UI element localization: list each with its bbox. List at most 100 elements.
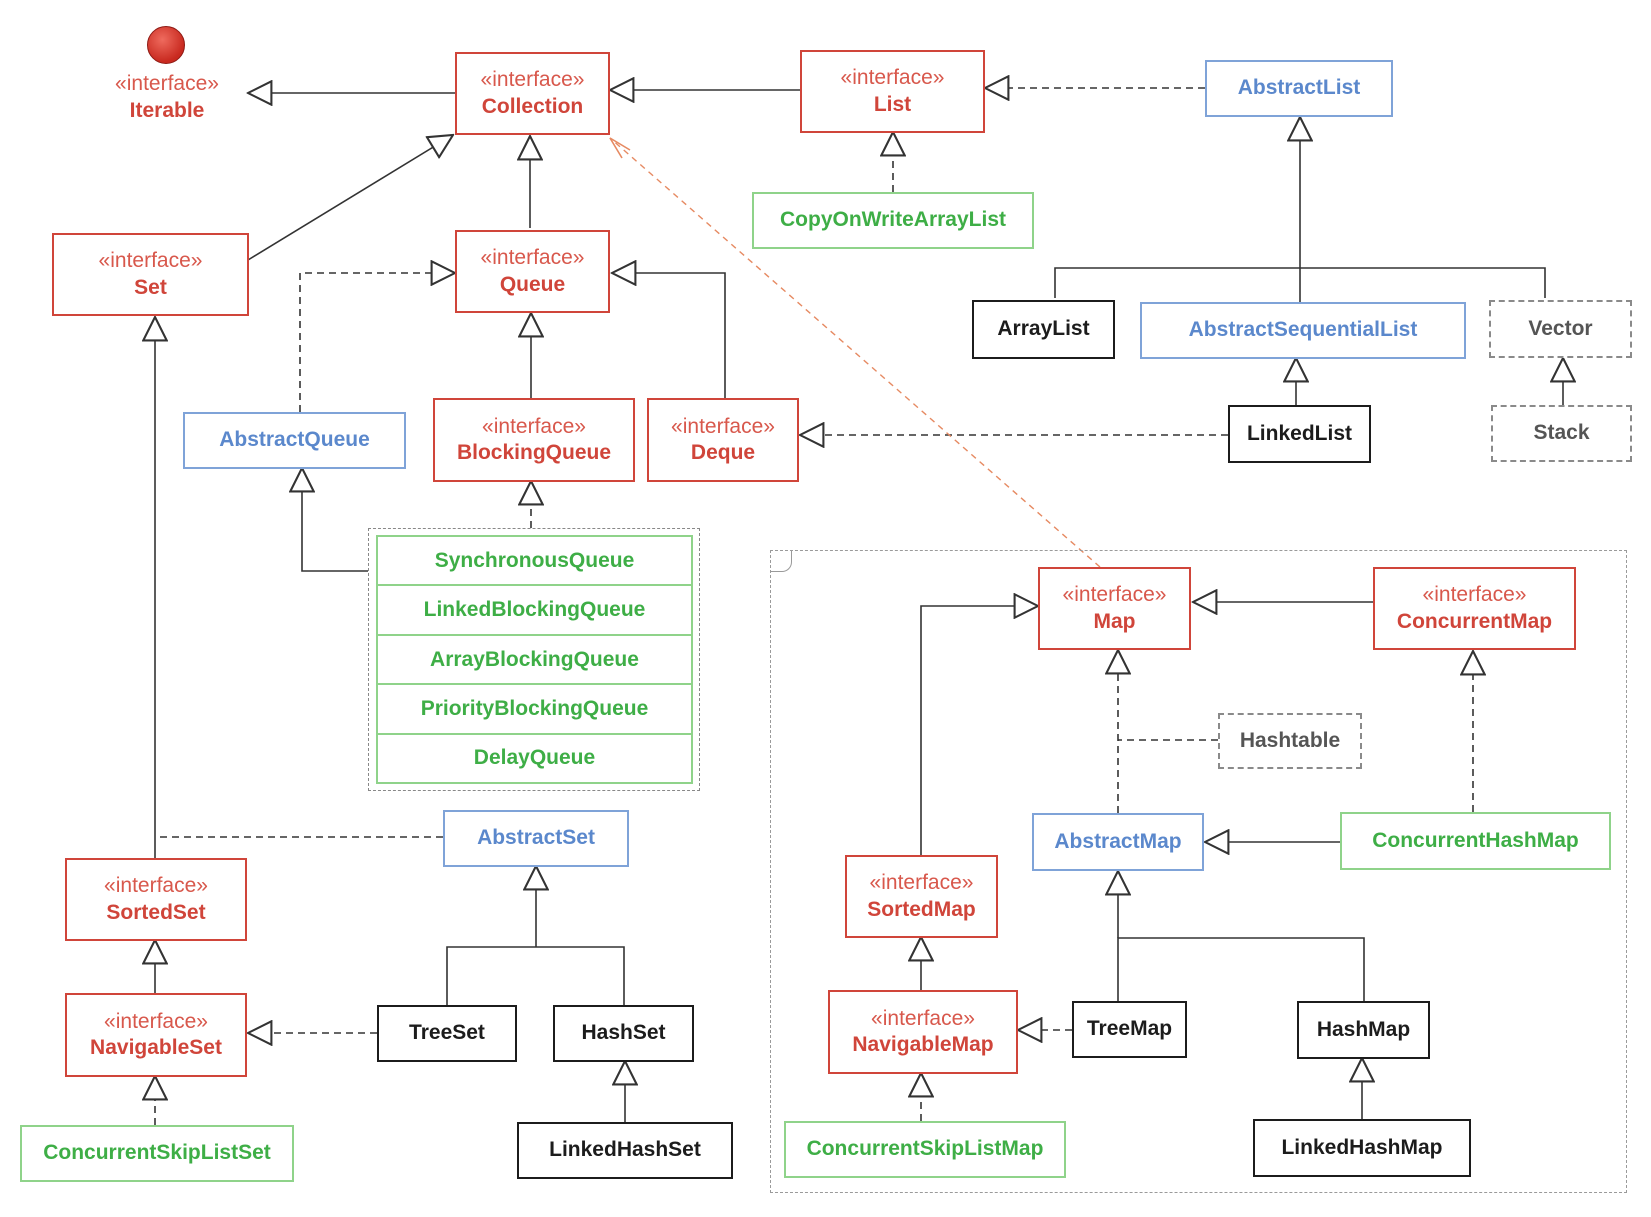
node-name: AbstractSet xyxy=(477,826,595,850)
blocking-queue-impl-list: SynchronousQueue LinkedBlockingQueue Arr… xyxy=(376,535,693,784)
edge-deque-queue xyxy=(612,273,726,398)
node-delay-queue: DelayQueue xyxy=(473,746,596,770)
edge-treemap-abstractmap xyxy=(1117,937,1365,1001)
iterable-node-icon xyxy=(147,26,185,64)
node-vector: Vector xyxy=(1489,300,1632,358)
node-queue: «interface» Queue xyxy=(455,230,610,313)
node-name: Iterable xyxy=(129,99,205,123)
edge-map-collection-arrowhead xyxy=(609,137,631,159)
node-map: «interface» Map xyxy=(1038,567,1191,650)
edge-arraylist-abstractlist xyxy=(1054,267,1300,298)
node-list: «interface» List xyxy=(800,50,985,133)
node-linked-blocking-queue: LinkedBlockingQueue xyxy=(378,586,691,636)
stereotype-label: «interface» xyxy=(480,68,585,92)
node-hashtable: Hashtable xyxy=(1218,713,1362,769)
node-linked-hash-map: LinkedHashMap xyxy=(1253,1119,1471,1177)
node-array-list: ArrayList xyxy=(972,300,1115,359)
node-name: ArrayList xyxy=(997,317,1090,341)
stereotype-label: «interface» xyxy=(1422,583,1527,607)
node-name: HashMap xyxy=(1316,1017,1411,1041)
node-name: AbstractQueue xyxy=(219,428,370,452)
node-name: Stack xyxy=(1533,421,1590,445)
node-blocking-queue: «interface» BlockingQueue xyxy=(433,398,635,482)
node-priority-blocking-queue: PriorityBlockingQueue xyxy=(378,685,691,735)
node-sorted-set: «interface» SortedSet xyxy=(65,858,247,941)
stereotype-label: «interface» xyxy=(115,72,219,95)
node-name: Hashtable xyxy=(1239,728,1341,752)
node-name: Collection xyxy=(481,94,584,118)
edge-sortedmap-map xyxy=(920,606,1038,855)
node-linked-list: LinkedList xyxy=(1228,405,1371,463)
node-tree-set: TreeSet xyxy=(377,1005,517,1062)
node-navigable-set: «interface» NavigableSet xyxy=(65,993,247,1077)
node-abstract-queue: AbstractQueue xyxy=(183,412,406,469)
node-set: «interface» Set xyxy=(52,233,249,316)
node-name: ConcurrentSkipListMap xyxy=(806,1137,1044,1161)
node-name: NavigableSet xyxy=(90,1036,222,1059)
stereotype-label: «interface» xyxy=(840,66,945,90)
map-hierarchy-group xyxy=(770,550,1627,1193)
edge-treeset-abstractset xyxy=(446,946,625,1005)
edge-impls-abstractqueue xyxy=(302,468,368,572)
node-name: SortedSet xyxy=(106,900,206,924)
edge-set-collection xyxy=(247,135,453,261)
node-name: LinkedHashMap xyxy=(1281,1135,1443,1159)
map-group-corner xyxy=(770,550,792,572)
node-name: AbstractMap xyxy=(1054,829,1182,853)
stereotype-label: «interface» xyxy=(104,1009,208,1033)
node-copy-on-write-array-list: CopyOnWriteArrayList xyxy=(752,192,1034,249)
node-name: CopyOnWriteArrayList xyxy=(780,208,1006,232)
node-name: Deque xyxy=(690,441,756,464)
node-name: NavigableMap xyxy=(852,1033,994,1056)
edge-vector-abstractlist xyxy=(1300,267,1546,298)
node-name: ConcurrentHashMap xyxy=(1372,828,1579,852)
stereotype-label: «interface» xyxy=(671,414,775,438)
node-name: ConcurrentMap xyxy=(1396,609,1553,633)
node-name: LinkedHashSet xyxy=(549,1138,701,1162)
node-concurrent-map: «interface» ConcurrentMap xyxy=(1373,567,1576,650)
node-collection: «interface» Collection xyxy=(455,52,610,135)
node-linked-hash-set: LinkedHashSet xyxy=(517,1122,733,1179)
node-hash-map: HashMap xyxy=(1297,1001,1430,1059)
stereotype-label: «interface» xyxy=(871,1006,975,1030)
node-iterable: «interface» Iterable xyxy=(92,70,242,125)
node-name: TreeMap xyxy=(1086,1017,1173,1041)
node-name: TreeSet xyxy=(409,1021,485,1045)
stereotype-label: «interface» xyxy=(104,874,208,898)
stereotype-label: «interface» xyxy=(98,249,203,273)
node-name: List xyxy=(873,92,912,116)
node-name: AbstractSequentialList xyxy=(1188,318,1418,342)
node-name: LinkedList xyxy=(1246,421,1352,445)
node-concurrent-skip-list-set: ConcurrentSkipListSet xyxy=(20,1125,294,1182)
node-name: ConcurrentSkipListSet xyxy=(43,1141,271,1165)
stereotype-label: «interface» xyxy=(482,414,586,438)
node-abstract-set: AbstractSet xyxy=(443,810,629,867)
node-concurrent-skip-list-map: ConcurrentSkipListMap xyxy=(784,1121,1066,1178)
node-sorted-map: «interface» SortedMap xyxy=(845,855,998,938)
node-name: Set xyxy=(134,275,167,299)
node-name: AbstractList xyxy=(1237,76,1361,100)
node-name: Queue xyxy=(499,272,566,296)
node-abstract-sequential-list: AbstractSequentialList xyxy=(1140,302,1466,359)
node-concurrent-hash-map: ConcurrentHashMap xyxy=(1340,812,1611,870)
node-synchronous-queue: SynchronousQueue xyxy=(378,537,691,587)
node-name: HashSet xyxy=(581,1021,666,1045)
node-name: Map xyxy=(1093,609,1136,633)
blocking-queue-impl-group xyxy=(368,528,700,791)
stereotype-label: «interface» xyxy=(480,246,585,270)
node-name: Vector xyxy=(1528,316,1593,340)
edge-abstractqueue-queue xyxy=(299,273,455,412)
node-navigable-map: «interface» NavigableMap xyxy=(828,990,1018,1074)
stereotype-label: «interface» xyxy=(1062,583,1167,607)
node-hash-set: HashSet xyxy=(553,1005,694,1062)
node-abstract-map: AbstractMap xyxy=(1032,813,1204,871)
node-name: BlockingQueue xyxy=(456,441,612,464)
node-deque: «interface» Deque xyxy=(647,398,799,482)
node-name: SortedMap xyxy=(867,897,976,921)
edge-map-collection xyxy=(609,137,1101,568)
node-tree-map: TreeMap xyxy=(1072,1001,1187,1058)
node-array-blocking-queue: ArrayBlockingQueue xyxy=(378,636,691,686)
node-abstract-list: AbstractList xyxy=(1205,60,1393,117)
node-stack: Stack xyxy=(1491,405,1632,462)
